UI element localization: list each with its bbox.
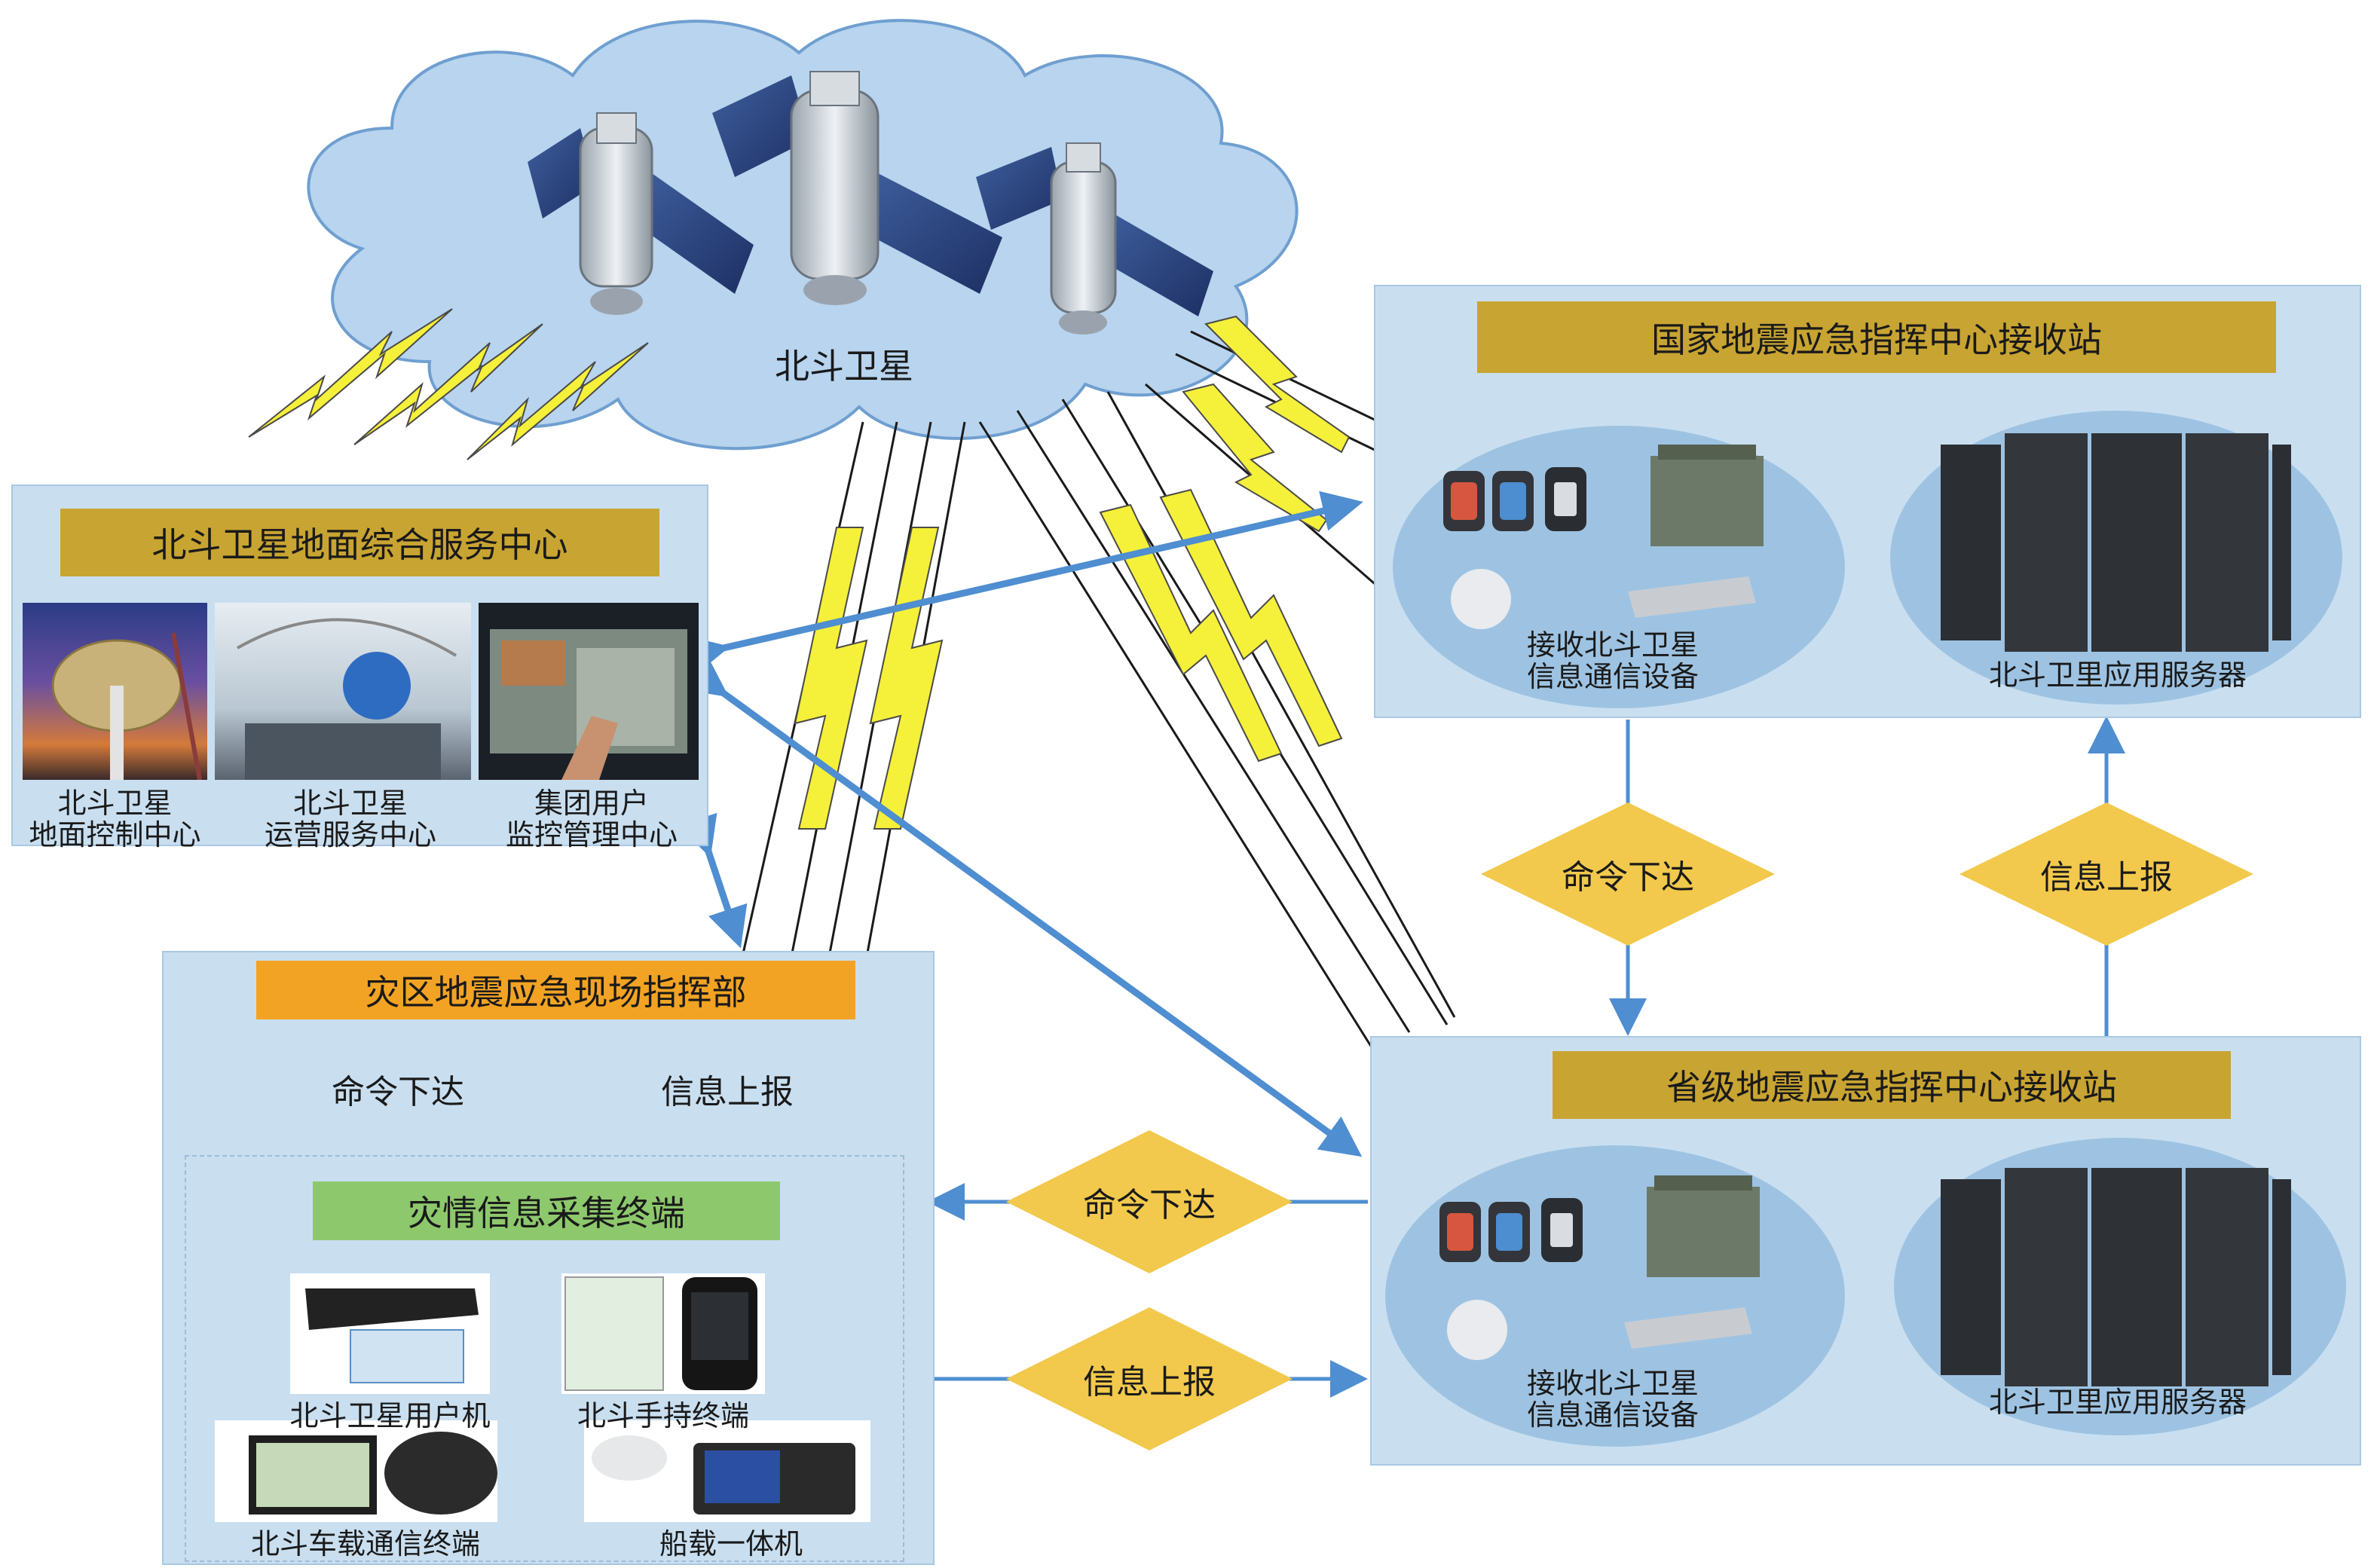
national-server-label: 北斗卫里应用服务器 (1988, 659, 2247, 692)
national-device-label: 接收北斗卫星 信息通信设备 (1526, 628, 1699, 693)
satellite-icon (528, 112, 754, 315)
link-ground-national (686, 491, 1363, 676)
link-ground-field (678, 812, 748, 949)
link-ground-provincial (684, 656, 1363, 1157)
flow-report-field-to-provincial: 信息上报 (1083, 1363, 1216, 1401)
comm-device-icon (1439, 1175, 1760, 1360)
field-command-title: 灾区地震应急现场指挥部 (256, 961, 855, 1019)
user-machine-photo (290, 1273, 490, 1394)
national-station-title: 国家地震应急指挥中心接收站 (1477, 301, 2276, 373)
satellite-icon (712, 71, 1002, 305)
field-report-label: 信息上报 (661, 1073, 794, 1111)
handheld-terminal-photo (561, 1273, 765, 1394)
lightning-links-field (794, 527, 944, 830)
provincial-device-ellipse (1385, 1145, 1845, 1447)
monitoring-center-photo (479, 603, 699, 780)
vehicle-terminal-photo (215, 1420, 497, 1522)
lightning-links-left (248, 308, 649, 460)
provincial-station-title: 省级地震应急指挥中心接收站 (1553, 1051, 2231, 1119)
ground-control-photo (23, 603, 207, 780)
shipborne-terminal-label: 船载一体机 (659, 1527, 803, 1560)
server-rack-icon (1941, 433, 2291, 652)
provincial-server-label: 北斗卫里应用服务器 (1988, 1386, 2247, 1419)
flow-command-provincial-to-field: 命令下达 (1083, 1186, 1216, 1224)
vehicle-terminal-label: 北斗车载通信终端 (250, 1527, 480, 1560)
user-machine-label: 北斗卫星用户机 (289, 1399, 491, 1432)
ground-center-title: 北斗卫星地面综合服务中心 (60, 509, 659, 576)
terminal-group (185, 1155, 904, 1562)
shipborne-terminal-photo (584, 1420, 870, 1522)
operation-service-label: 北斗卫星 运营服务中心 (264, 787, 436, 851)
provincial-device-label: 接收北斗卫星 信息通信设备 (1526, 1367, 1699, 1432)
ground-control-label: 北斗卫星 地面控制中心 (29, 787, 201, 851)
handheld-terminal-label: 北斗手持终端 (577, 1399, 749, 1432)
lightning-links-provincial (1099, 488, 1343, 763)
server-rack-icon (1941, 1168, 2291, 1386)
flow-command-national-to-provincial: 命令下达 (1562, 858, 1694, 897)
satellite-icon (976, 142, 1213, 335)
terminal-group-title: 灾情信息采集终端 (313, 1181, 780, 1240)
satellite-cloud-label: 北斗卫星 (775, 346, 913, 387)
field-command-label: 命令下达 (332, 1073, 464, 1111)
comm-device-icon (1443, 445, 1764, 629)
flow-report-provincial-to-national: 信息上报 (2040, 858, 2173, 897)
monitoring-center-label: 集团用户 监控管理中心 (505, 787, 678, 851)
operation-service-photo (215, 603, 471, 780)
